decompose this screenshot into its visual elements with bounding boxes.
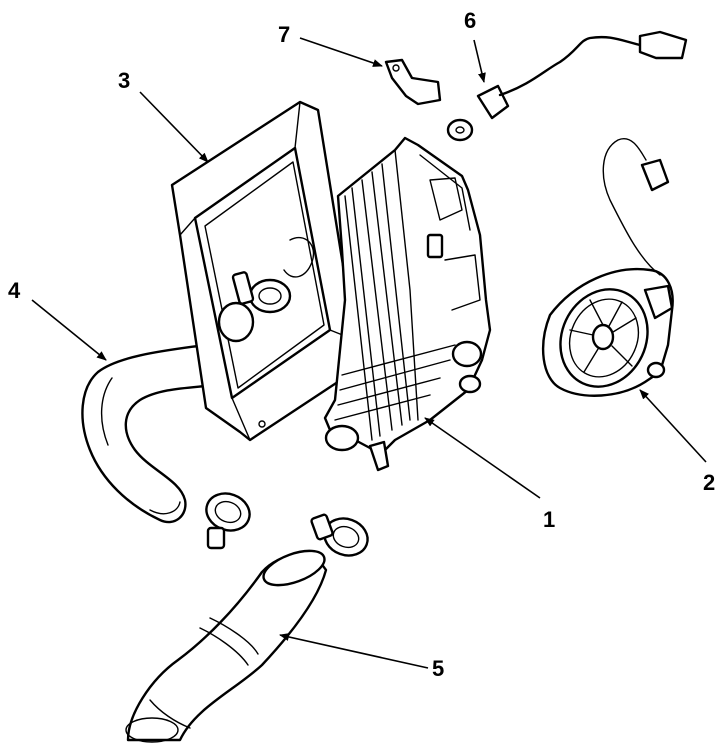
mounting-bracket (384, 58, 442, 106)
shroud-frame (170, 100, 374, 442)
callout-3: 3 (118, 68, 130, 93)
callout-leaders (31, 37, 707, 669)
callout-4: 4 (8, 278, 21, 303)
leader-4 (31, 299, 107, 361)
temperature-sensor (446, 30, 688, 142)
lower-hose (125, 549, 328, 743)
hose-clamp-left (205, 492, 251, 550)
callout-labels: 1 2 3 4 5 6 7 (8, 8, 715, 681)
leader-1 (424, 417, 541, 499)
leader-6 (473, 39, 486, 83)
leader-2 (639, 389, 707, 463)
cooling-fan (541, 138, 674, 397)
hose-clamp-right (310, 513, 369, 557)
callout-7: 7 (278, 22, 290, 47)
leader-5 (279, 633, 429, 669)
callout-2: 2 (703, 470, 715, 495)
radiator-core (323, 136, 492, 472)
upper-hose (81, 343, 217, 524)
leader-7 (299, 37, 383, 67)
leader-3 (139, 91, 209, 163)
callout-5: 5 (432, 656, 444, 681)
callout-6: 6 (464, 8, 476, 33)
callout-1: 1 (543, 507, 555, 532)
